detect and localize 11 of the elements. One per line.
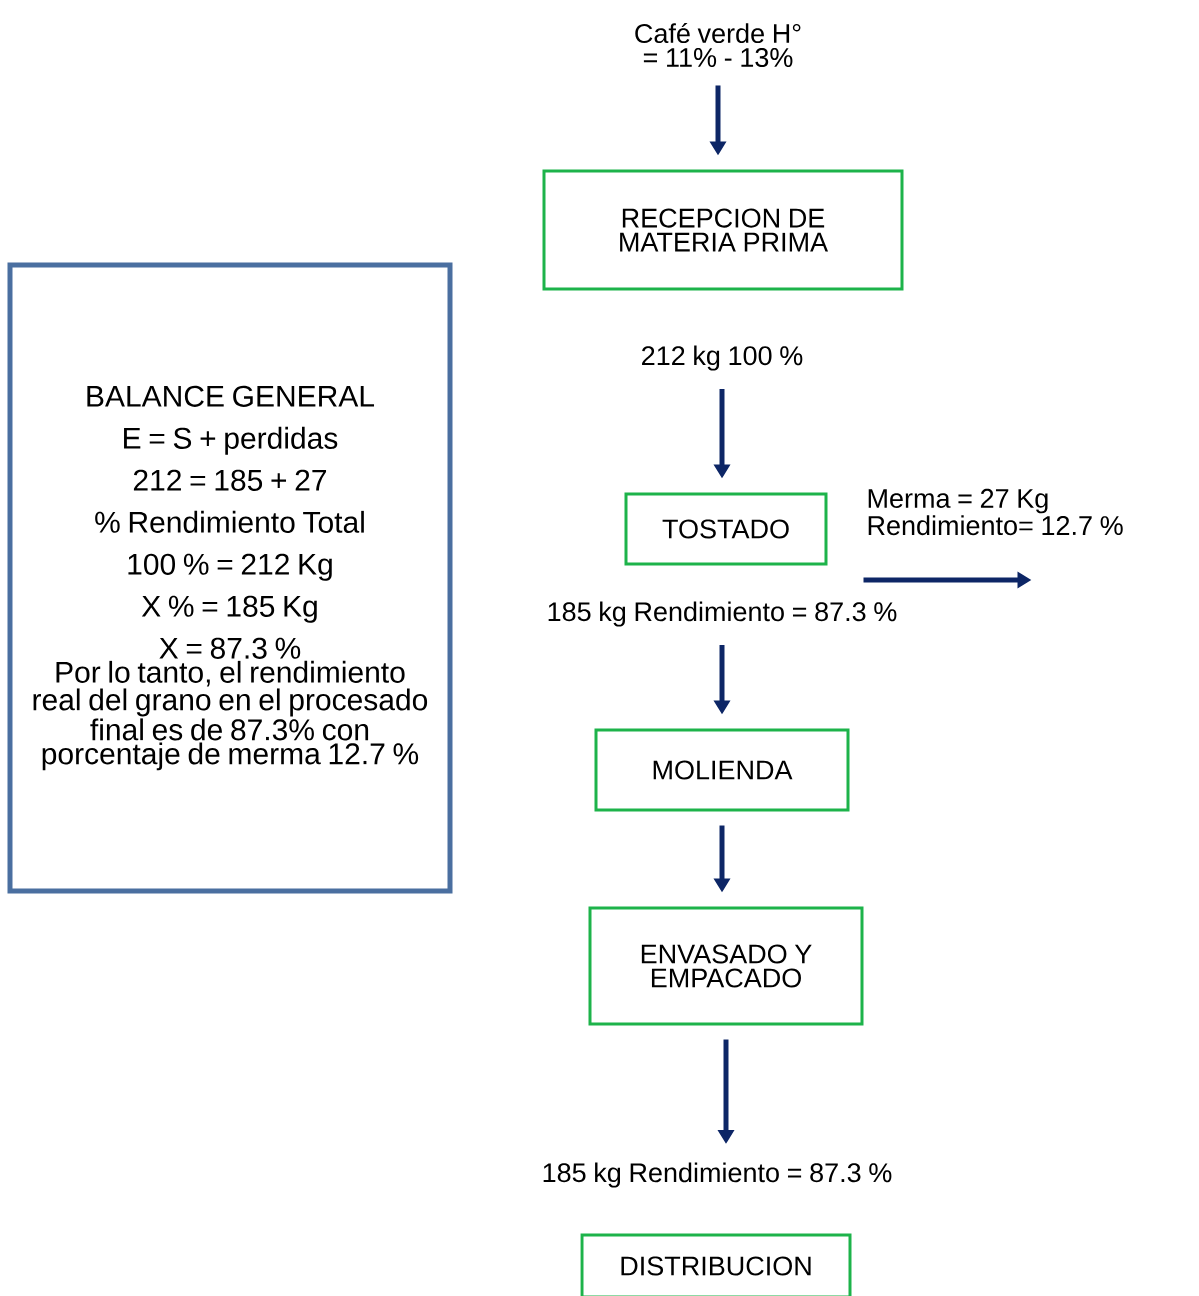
flow-text: 185 kg Rendimiento = 87.3 % (543, 1162, 892, 1188)
process-box: MOLIENDA (594, 728, 850, 812)
flow-text: 212 kg 100 % (642, 345, 803, 371)
process-box: DISTRIBUCION (580, 1233, 852, 1296)
process-box: RECEPCION DE MATERIA PRIMA (542, 169, 904, 291)
flow-text: 185 kg Rendimiento = 87.3 % (548, 601, 897, 627)
edge-label: Merma = 27 Kg Rendimiento= 12.7 % (868, 488, 1123, 536)
process-box: ENVASADO Y EMPACADO (588, 906, 864, 1026)
balance-panel: BALANCE GENERAL E = S + perdidas 212 = 185 + 27 % Rendimiento Total 100 % = 212 Kg X % = 185 Kg X = 87.3 % Por lo tanto, el rendimiento real del grano en el procesado final es de 87.3% con porcentaje de merma 12.7 % (7, 262, 453, 894)
flow-text: Café verde H° = 11% - 13% (635, 22, 801, 68)
process-box: TOSTADO (624, 492, 828, 566)
